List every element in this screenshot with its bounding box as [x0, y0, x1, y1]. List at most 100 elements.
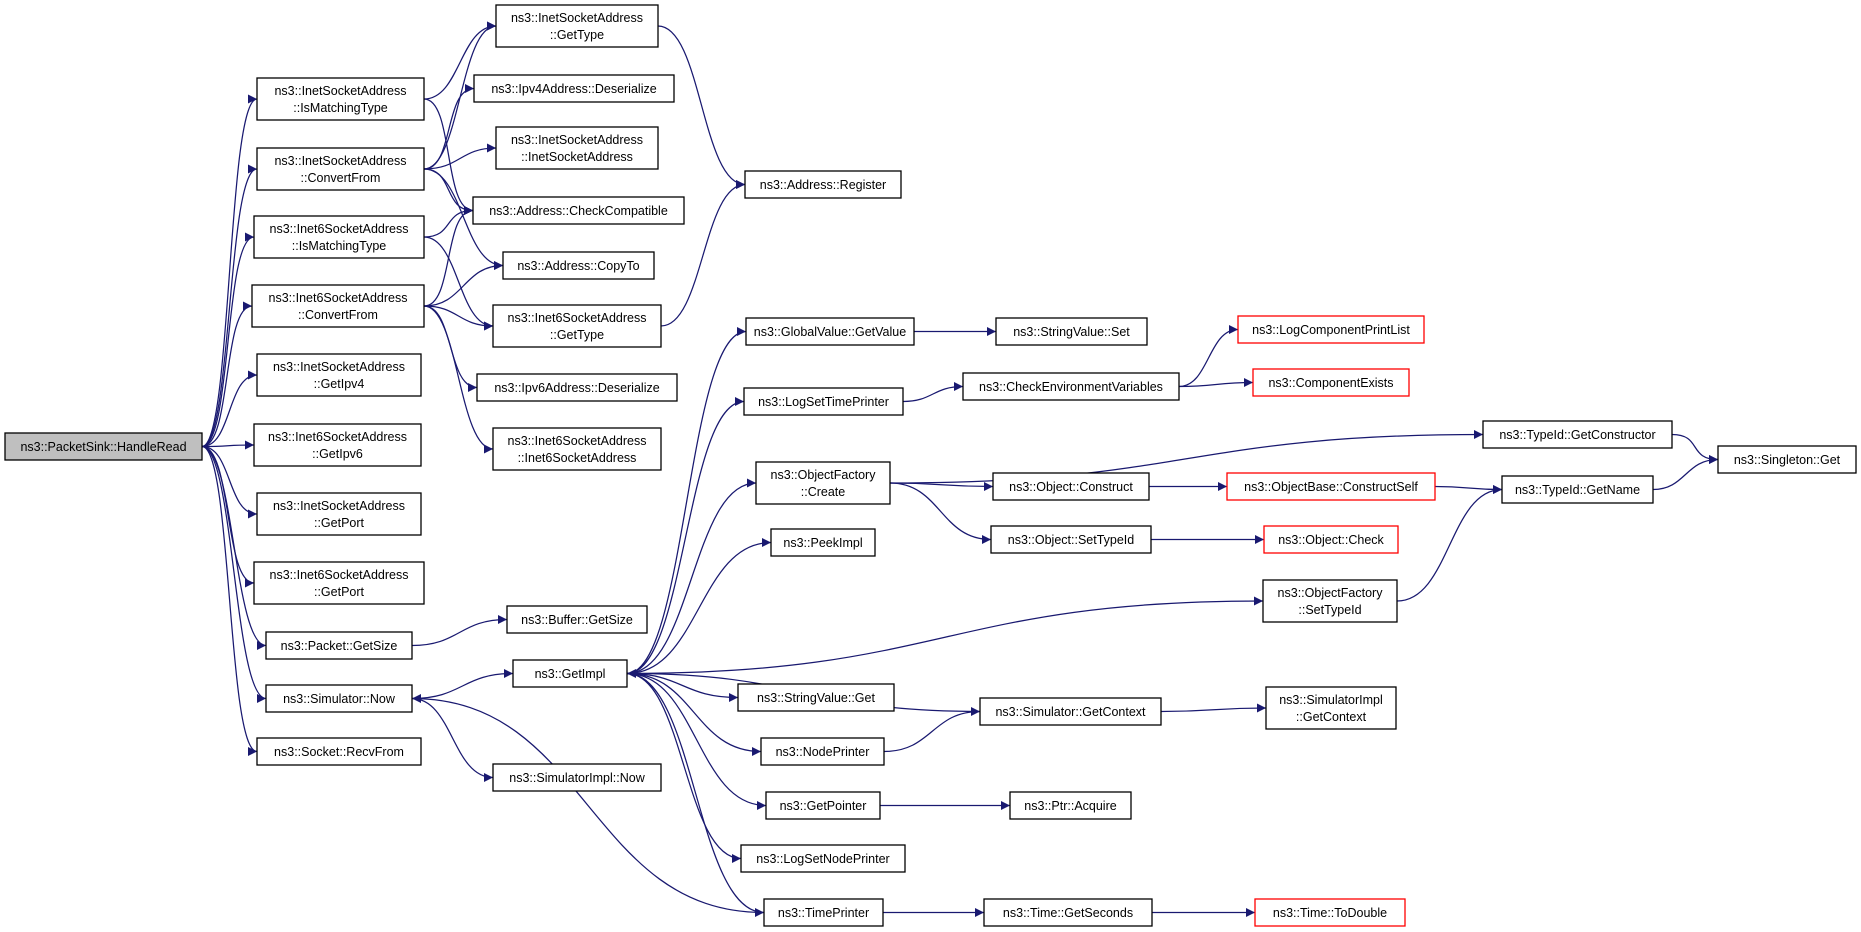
node-box — [745, 317, 915, 346]
node-logcomponentprintlist[interactable]: ns3::LogComponentPrintList — [1237, 315, 1425, 344]
node-box — [1482, 420, 1673, 449]
node-checkenv[interactable]: ns3::CheckEnvironmentVariables — [962, 372, 1180, 401]
node-typeid_getconstructor[interactable]: ns3::TypeId::GetConstructor — [1482, 420, 1673, 449]
call-edge — [626, 672, 742, 863]
edge-nodeprinter-to-sim_getcontext — [883, 707, 981, 753]
node-object_settypeid[interactable]: ns3::Object::SetTypeId — [990, 525, 1152, 554]
edge-getimpl-to-logsetnodeprinter — [626, 672, 742, 863]
call-edge — [423, 206, 474, 307]
node-ipv6_deserialize[interactable]: ns3::Ipv6Address::Deserialize — [476, 373, 678, 402]
node-inet_convertfrom[interactable]: ns3::InetSocketAddress::ConvertFrom — [256, 147, 425, 191]
node-inet6_getport[interactable]: ns3::Inet6SocketAddress::GetPort — [253, 561, 425, 605]
node-box — [1501, 475, 1654, 504]
node-logsettimeprinter[interactable]: ns3::LogSetTimePrinter — [743, 387, 904, 416]
node-time_getseconds[interactable]: ns3::Time::GetSeconds — [983, 898, 1153, 927]
call-edge — [201, 94, 258, 448]
node-inet6_getipv6[interactable]: ns3::Inet6SocketAddress::GetIpv6 — [253, 423, 422, 467]
node-label-line: ::GetType — [550, 328, 604, 342]
node-inet6_ctor[interactable]: ns3::Inet6SocketAddress::Inet6SocketAddr… — [492, 427, 662, 471]
call-edge — [411, 697, 494, 782]
call-edge — [902, 382, 964, 403]
node-box — [1263, 525, 1399, 554]
node-logsetnodeprinter[interactable]: ns3::LogSetNodePrinter — [740, 844, 906, 873]
node-label-line: ::IsMatchingType — [293, 101, 388, 115]
node-typeid_getname[interactable]: ns3::TypeId::GetName — [1501, 475, 1654, 504]
node-componentexists[interactable]: ns3::ComponentExists — [1252, 368, 1410, 397]
node-box — [744, 170, 902, 199]
node-inet_getipv4[interactable]: ns3::InetSocketAddress::GetIpv4 — [256, 353, 422, 397]
node-inet_getport[interactable]: ns3::InetSocketAddress::GetPort — [256, 492, 422, 536]
node-label-line: ns3::StringValue::Set — [1013, 325, 1130, 339]
node-socket_recvfrom[interactable]: ns3::Socket::RecvFrom — [256, 737, 422, 766]
call-edge — [660, 180, 746, 327]
edge-getimpl-to-stringvalue_get — [626, 672, 739, 702]
node-inet_ismatching[interactable]: ns3::InetSocketAddress::IsMatchingType — [256, 77, 425, 121]
node-label-line: ns3::Ipv4Address::Deserialize — [491, 82, 656, 96]
call-edge — [1160, 703, 1267, 713]
node-label-line: ns3::Simulator::Now — [283, 692, 396, 706]
node-label-line: ns3::Object::SetTypeId — [1008, 533, 1135, 547]
node-inet_ctor[interactable]: ns3::InetSocketAddress::InetSocketAddres… — [495, 126, 659, 170]
node-label-line: ns3::InetSocketAddress — [511, 11, 643, 25]
node-label-line: ns3::PacketSink::HandleRead — [20, 440, 186, 454]
node-global_getvalue[interactable]: ns3::GlobalValue::GetValue — [745, 317, 915, 346]
node-addr_checkcompat[interactable]: ns3::Address::CheckCompatible — [472, 196, 685, 225]
node-label-line: ns3::Inet6SocketAddress — [508, 311, 647, 325]
call-edge — [201, 445, 267, 650]
node-label-line: ::ConvertFrom — [301, 171, 381, 185]
node-stringvalue_get[interactable]: ns3::StringValue::Get — [737, 683, 895, 712]
node-singleton_get[interactable]: ns3::Singleton::Get — [1717, 445, 1857, 474]
node-label-line: ns3::Address::Register — [760, 178, 886, 192]
node-objfactory_create[interactable]: ns3::ObjectFactory::Create — [755, 461, 891, 505]
node-time_todouble[interactable]: ns3::Time::ToDouble — [1254, 898, 1406, 927]
call-edge — [1671, 433, 1719, 464]
node-box — [1226, 472, 1436, 501]
node-buffer_getsize[interactable]: ns3::Buffer::GetSize — [506, 605, 648, 634]
node-nodeprinter[interactable]: ns3::NodePrinter — [760, 737, 885, 766]
node-box — [1262, 579, 1398, 623]
node-box — [765, 791, 881, 820]
node-stringvalue_set[interactable]: ns3::StringValue::Set — [995, 317, 1148, 346]
edge-inet_convertfrom-to-addr_copyto — [423, 168, 504, 270]
node-getimpl[interactable]: ns3::GetImpl — [512, 659, 628, 688]
node-object_check[interactable]: ns3::Object::Check — [1263, 525, 1399, 554]
call-edge — [1396, 485, 1503, 602]
edge-handleread-to-inet6_getipv6 — [201, 440, 255, 450]
node-inet6_convertfrom[interactable]: ns3::Inet6SocketAddress::ConvertFrom — [251, 284, 425, 328]
call-edge — [1178, 378, 1254, 388]
node-simimpl_getcontext[interactable]: ns3::SimulatorImpl::GetContext — [1265, 686, 1397, 730]
node-box — [472, 196, 685, 225]
node-inet_gettype[interactable]: ns3::InetSocketAddress::GetType — [495, 4, 659, 48]
node-inet6_ismatching[interactable]: ns3::Inet6SocketAddress::IsMatchingType — [253, 215, 425, 259]
edge-typeid_getconstructor-to-singleton_get — [1671, 433, 1719, 464]
node-inet6_gettype[interactable]: ns3::Inet6SocketAddress::GetType — [492, 304, 662, 348]
node-label-line: ns3::Inet6SocketAddress — [508, 434, 647, 448]
node-simulator_now[interactable]: ns3::Simulator::Now — [265, 684, 413, 713]
node-addr_copyto[interactable]: ns3::Address::CopyTo — [502, 251, 655, 280]
node-getpointer[interactable]: ns3::GetPointer — [765, 791, 881, 820]
node-handleread[interactable]: ns3::PacketSink::HandleRead — [4, 432, 203, 461]
node-peekimpl[interactable]: ns3::PeekImpl — [770, 528, 876, 557]
edge-handleread-to-inet_convertfrom — [201, 164, 258, 448]
edge-handleread-to-socket_recvfrom — [201, 445, 258, 756]
call-edge — [201, 370, 258, 448]
node-label-line: ns3::Ipv6Address::Deserialize — [494, 381, 659, 395]
edge-inet6_ismatching-to-inet6_gettype — [423, 236, 494, 331]
node-sim_getcontext[interactable]: ns3::Simulator::GetContext — [979, 697, 1162, 726]
node-label-line: ns3::CheckEnvironmentVariables — [979, 380, 1163, 394]
node-objectbase_constructself[interactable]: ns3::ObjectBase::ConstructSelf — [1226, 472, 1436, 501]
node-ipv4_deserialize[interactable]: ns3::Ipv4Address::Deserialize — [473, 74, 675, 103]
node-packet_getsize[interactable]: ns3::Packet::GetSize — [265, 631, 413, 660]
node-object_construct[interactable]: ns3::Object::Construct — [992, 472, 1150, 501]
node-label-line: ns3::LogSetTimePrinter — [758, 395, 889, 409]
node-ptr_acquire[interactable]: ns3::Ptr::Acquire — [1009, 791, 1132, 820]
node-label-line: ns3::Time::ToDouble — [1273, 906, 1387, 920]
node-label-line: ::InetSocketAddress — [521, 150, 633, 164]
edge-inet6_gettype-to-addr_register — [660, 180, 746, 327]
edge-inet_convertfrom-to-ipv4_deserialize — [423, 84, 475, 170]
node-timeprinter[interactable]: ns3::TimePrinter — [763, 898, 884, 927]
node-addr_register[interactable]: ns3::Address::Register — [744, 170, 902, 199]
node-simimpl_now[interactable]: ns3::SimulatorImpl::Now — [492, 763, 662, 792]
call-edge — [626, 327, 747, 675]
node-objfactory_settypeid[interactable]: ns3::ObjectFactory::SetTypeId — [1262, 579, 1398, 623]
